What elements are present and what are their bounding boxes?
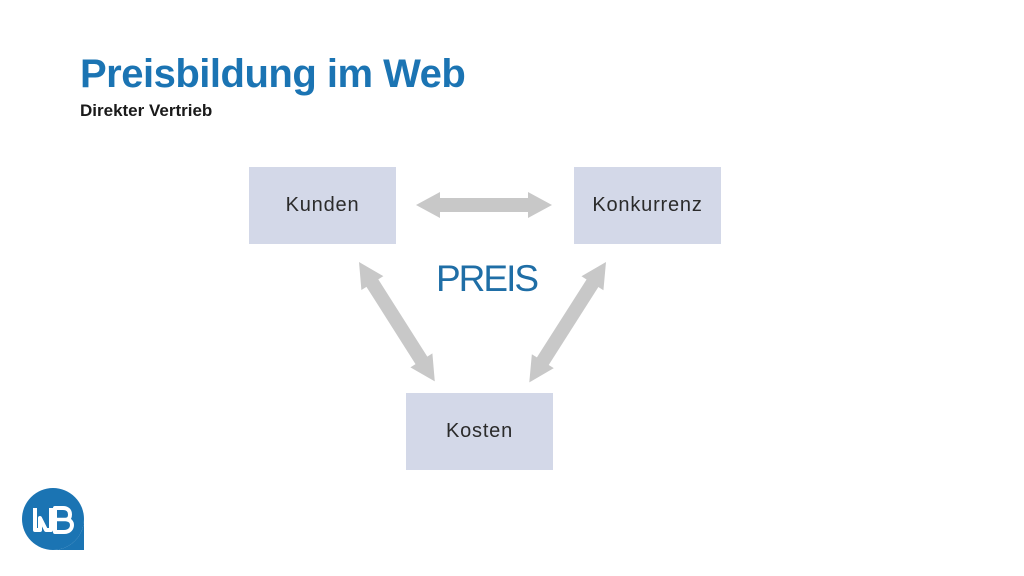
wb-logo-icon [22, 488, 84, 550]
slide-title: Preisbildung im Web [80, 52, 466, 96]
arrow-kunden-kosten [348, 255, 446, 389]
node-kunden: Kunden [249, 167, 396, 244]
arrow-kunden-konkurrenz [416, 192, 552, 218]
node-kosten: Kosten [406, 393, 553, 470]
slide-subtitle: Direkter Vertrieb [80, 101, 213, 120]
node-konkurrenz: Konkurrenz [574, 167, 721, 244]
center-label-preis: PREIS [436, 258, 539, 299]
